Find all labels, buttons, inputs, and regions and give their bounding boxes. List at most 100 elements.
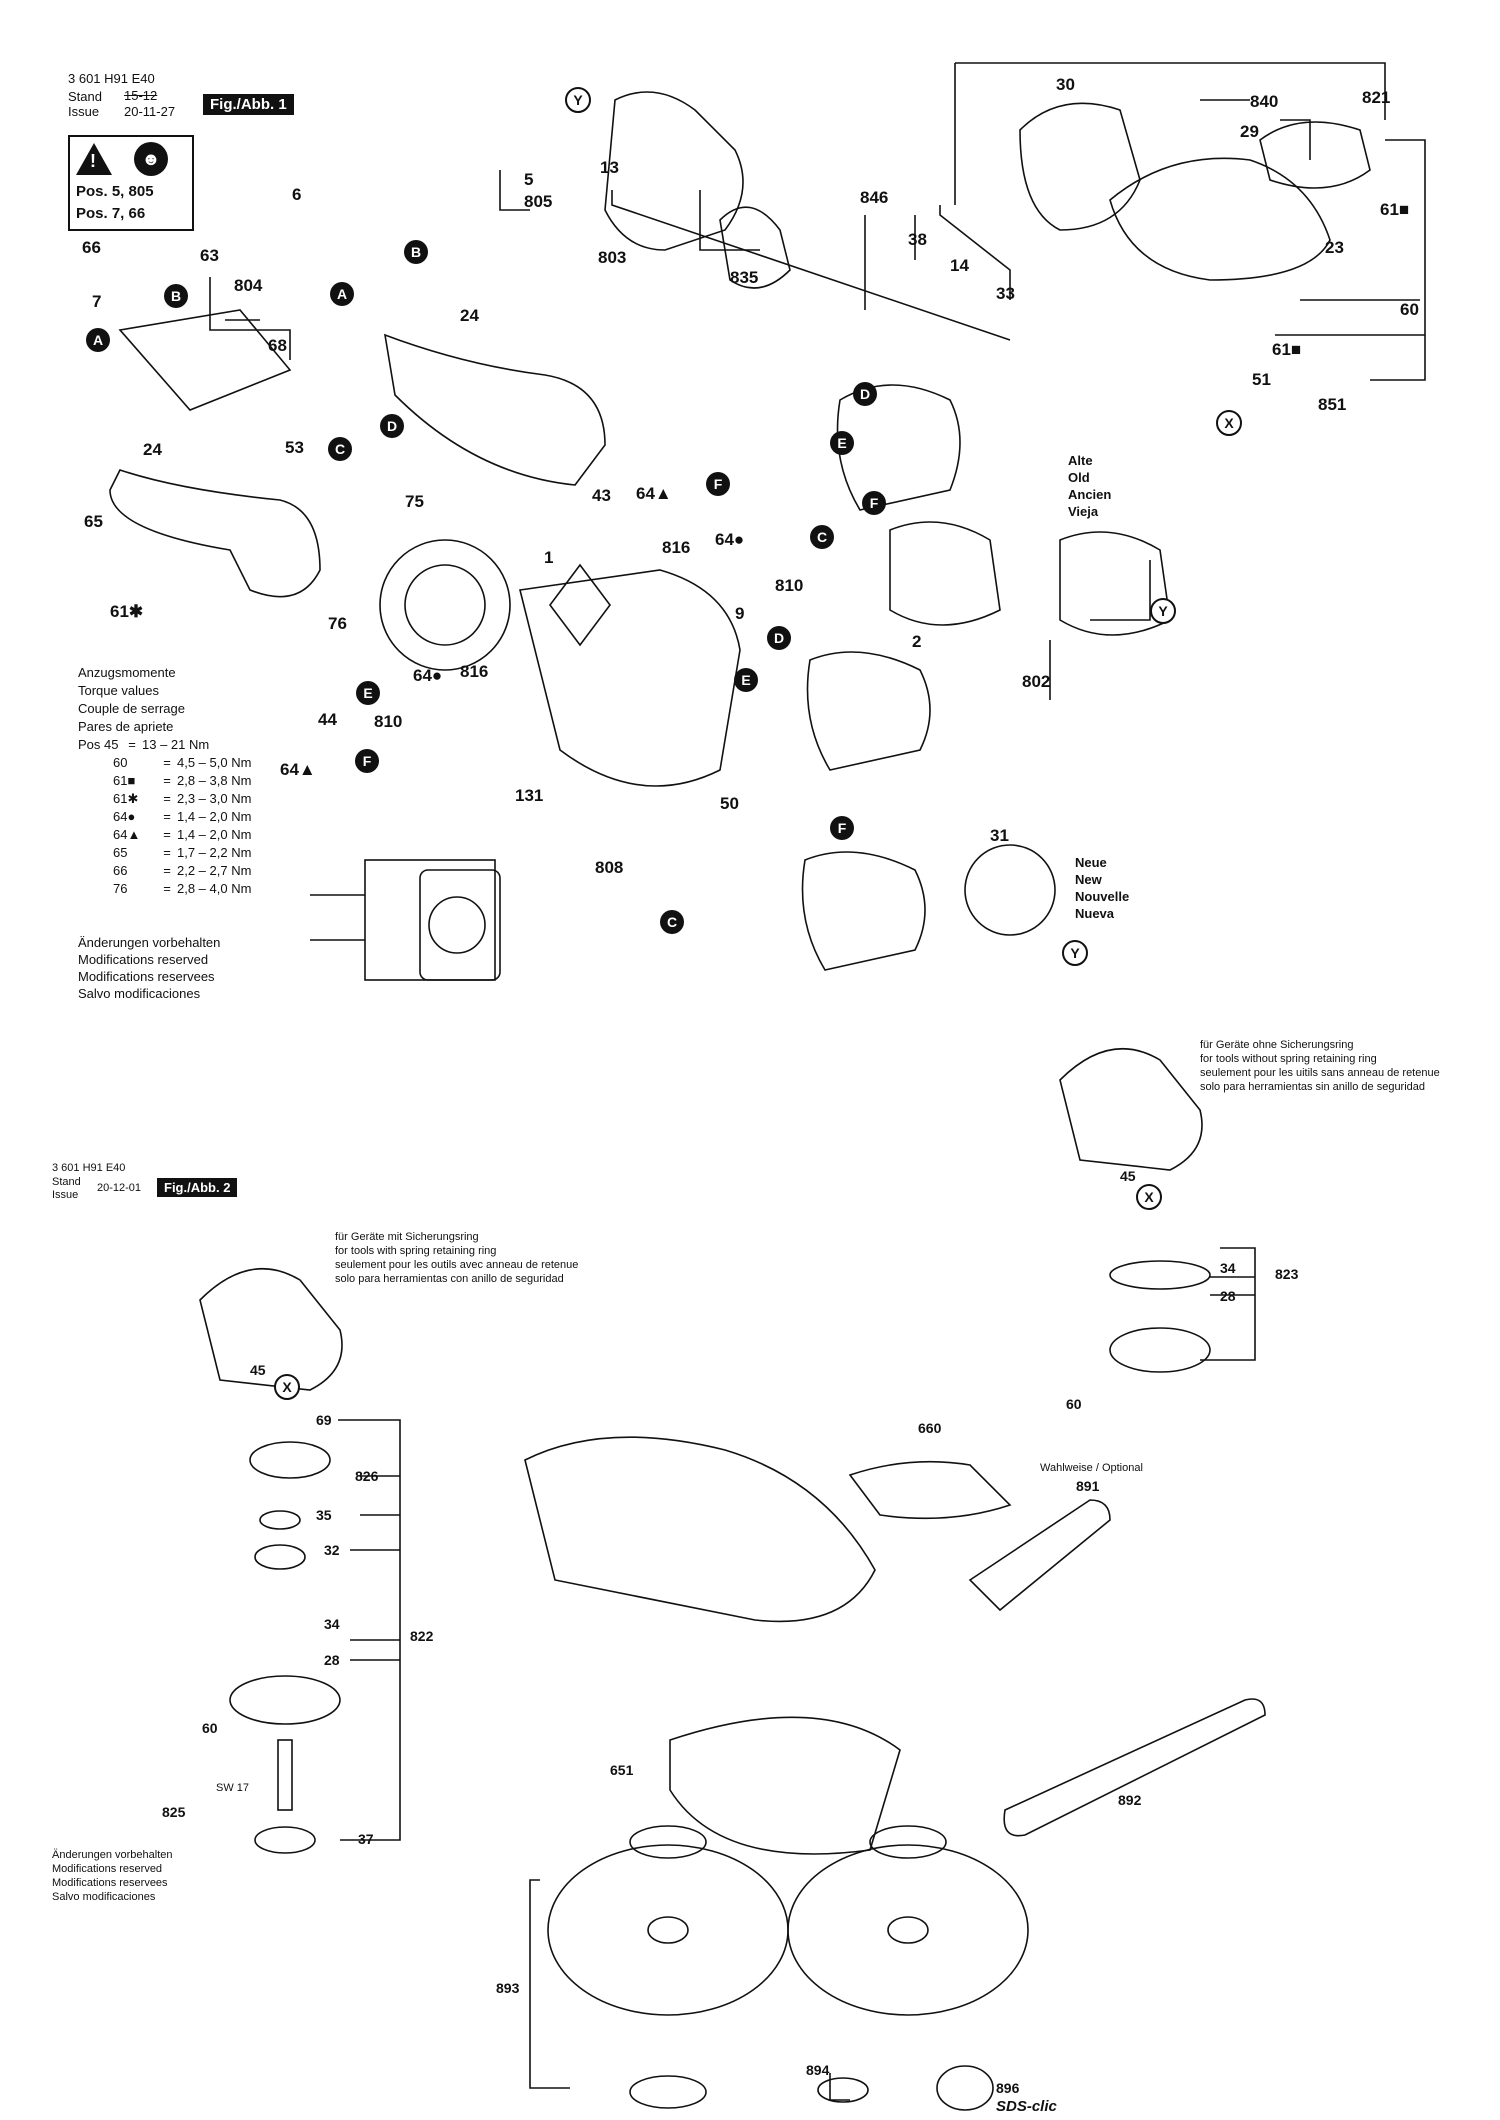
connector-f: F (830, 816, 854, 840)
part-number: 50 (720, 794, 739, 813)
changes-note: Änderungen vorbehalten Modifications res… (52, 1849, 173, 1903)
part-number: 7 (92, 292, 102, 311)
part-number: 32 (324, 1542, 340, 1558)
torque-row: 64●=1,4 – 2,0 Nm (113, 809, 252, 824)
connector-e: E (830, 431, 854, 455)
part-number: 65 (84, 512, 103, 531)
new-version-label: Neue New Nouvelle Nueva (1075, 855, 1130, 921)
read-manual-icon: ☻ (134, 142, 168, 176)
part-number: 29 (1240, 122, 1259, 141)
part-number: 38 (908, 230, 927, 249)
part-number: 43 (592, 486, 611, 505)
note-with-ring: für Geräte mit Sicherungsring for tools … (335, 1231, 579, 1285)
part-number: 810 (775, 576, 804, 595)
part-number: 840 (1250, 92, 1279, 111)
connector-c: C (660, 910, 684, 934)
part-number: 66 (82, 238, 101, 257)
issue-date: 20-11-27 (124, 104, 176, 119)
part-number: 851 (1318, 395, 1347, 414)
part-number: 76 (328, 614, 347, 633)
connector-d: D (380, 414, 404, 438)
part-number: 893 (496, 1980, 520, 1996)
part-number: 33 (996, 284, 1015, 303)
torque-row: 61■=2,8 – 3,8 Nm (113, 773, 252, 788)
safety-warning-box: ! ☻ Pos. 5, 805 Pos. 7, 66 (68, 135, 194, 231)
torque-table: Anzugsmomente Torque values Couple de se… (78, 664, 251, 898)
wrench-size: SW 17 (216, 1782, 250, 1794)
warning-line-1: Pos. 5, 805 (76, 183, 154, 200)
torque-title-1: Anzugsmomente (78, 665, 176, 680)
sds-clic-label: SDS-clic (996, 2098, 1057, 2115)
part-number: 1 (544, 548, 554, 567)
fig-label: Fig./Abb. 1 (203, 94, 294, 115)
part-number: 825 (162, 1804, 186, 1820)
connector-f: F (355, 749, 379, 773)
part-number: 835 (730, 268, 759, 287)
part-number: 75 (405, 492, 424, 511)
connector-b: B (164, 284, 188, 308)
connector-d: D (767, 626, 791, 650)
part-number: 816 (662, 538, 691, 557)
part-number: 51 (1252, 370, 1271, 389)
part-number: 6 (292, 185, 302, 204)
doc-number: 3 601 H91 E40 (68, 71, 155, 86)
part-number: 804 (234, 276, 263, 295)
part-number: 660 (918, 1420, 942, 1436)
part-number: 31 (990, 826, 1009, 845)
part-number: 24 (143, 440, 162, 459)
part-number: 35 (316, 1507, 332, 1523)
part-number: 891 (1076, 1478, 1100, 1494)
connector-e: E (734, 668, 758, 692)
part-number: 822 (410, 1628, 434, 1644)
part-number: 14 (950, 256, 969, 275)
part-number: 826 (355, 1468, 379, 1484)
part-number: 802 (1022, 672, 1051, 691)
connector-y: Y (1062, 940, 1088, 966)
old-date: 15-12 (124, 88, 158, 103)
part-number: 34 (1220, 1260, 1236, 1276)
part-number: 60 (202, 1720, 218, 1736)
connector-c: C (328, 437, 352, 461)
changes-note: Änderungen vorbehalten Modifications res… (78, 935, 221, 1001)
part-number: 651 (610, 1762, 634, 1778)
torque-title-4: Pares de apriete (78, 719, 174, 734)
part-number: 821 (1362, 88, 1391, 107)
part-number: 808 (595, 858, 624, 877)
torque-row: 61✱=2,3 – 3,0 Nm (113, 791, 252, 806)
stand-label: Stand (68, 89, 102, 104)
warning-line-2: Pos. 7, 66 (76, 205, 146, 222)
connector-c: C (810, 525, 834, 549)
part-number: 61✱ (110, 602, 144, 621)
part-number: 30 (1056, 75, 1075, 94)
part-number: 823 (1275, 1266, 1299, 1282)
part-number: 69 (316, 1412, 332, 1428)
part-number: 9 (735, 604, 745, 623)
connector-y: Y (1150, 598, 1176, 624)
part-number: 44 (318, 710, 337, 729)
issue-label: Issue (52, 1189, 79, 1201)
stand-label: Stand (52, 1176, 81, 1188)
part-number: 63 (200, 246, 219, 265)
part-number: 28 (1220, 1288, 1236, 1304)
part-number: 64▲ (280, 760, 316, 779)
part-number: 64▲ (636, 484, 672, 503)
part-number: 60 (1400, 300, 1419, 319)
torque-title-3: Couple de serrage (78, 701, 185, 716)
part-number: 34 (324, 1616, 340, 1632)
part-number: 5 (524, 170, 534, 189)
fig-label: Fig./Abb. 2 (157, 1178, 238, 1197)
connector-f: F (862, 491, 886, 515)
part-number: 53 (285, 438, 304, 457)
connector-x: X (1216, 410, 1242, 436)
warning-triangle-icon (76, 143, 112, 175)
connector-f: F (706, 472, 730, 496)
part-number: 13 (600, 158, 619, 177)
issue-label: Issue (68, 104, 100, 119)
torque-row: 64▲=1,4 – 2,0 Nm (113, 827, 252, 842)
torque-row: Pos 45=13 – 21 Nm (78, 737, 210, 752)
part-number: 2 (912, 632, 922, 651)
torque-row: 60=4,5 – 5,0 Nm (113, 755, 252, 770)
part-number: 24 (460, 306, 479, 325)
connector-a: A (330, 282, 354, 306)
torque-row: 65=1,7 – 2,2 Nm (113, 845, 252, 860)
